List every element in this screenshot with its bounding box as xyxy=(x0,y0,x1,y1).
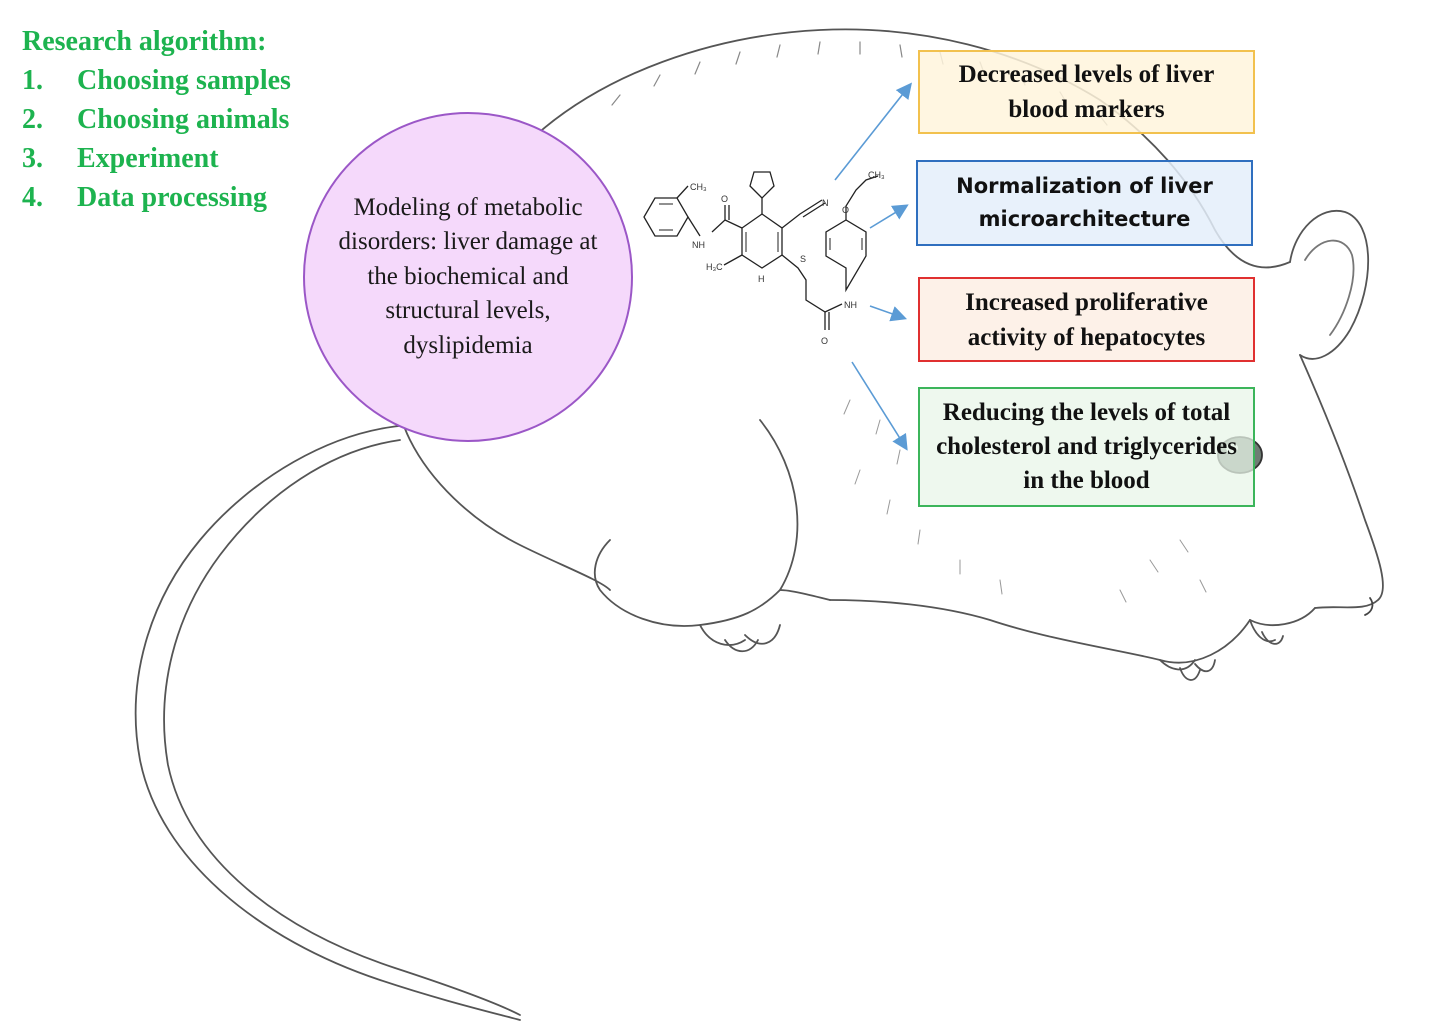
rat-hind-leg xyxy=(593,419,799,627)
modeling-text: Modeling of metabolic disorders: liver d… xyxy=(338,193,598,359)
effect-box-liver-markers: Decreased levels of liver blood markers xyxy=(918,50,1255,134)
arrow-to-effect-4 xyxy=(851,361,908,451)
arrow-to-effect-3 xyxy=(869,305,908,322)
mol-label-s: S xyxy=(800,254,806,264)
mol-label-n-cyano: N xyxy=(822,198,829,208)
algorithm-step: 1. Choosing samples xyxy=(22,61,291,100)
rat-belly xyxy=(829,599,1251,664)
step-number: 2. xyxy=(22,104,43,135)
molecule-structure xyxy=(643,171,879,330)
effect-text: Decreased levels of liver blood markers xyxy=(958,61,1215,123)
mol-label-h3c: H₃C xyxy=(706,262,723,272)
mol-label-o-carbonyl1: O xyxy=(721,194,728,204)
step-number: 3. xyxy=(22,143,43,174)
rat-ear xyxy=(1289,209,1370,360)
effect-text: Increased proliferative activity of hepa… xyxy=(965,288,1208,351)
modeling-circle: Modeling of metabolic disorders: liver d… xyxy=(303,112,633,442)
mol-label-o-ether: O xyxy=(842,205,849,215)
rat-tail xyxy=(134,424,521,1021)
mol-label-nh-aryl: NH xyxy=(844,300,857,310)
step-label: Choosing samples xyxy=(77,65,291,96)
rat-front-paw xyxy=(1159,659,1216,681)
arrow-to-effect-1 xyxy=(834,82,912,181)
algorithm-steps: 1. Choosing samples 2. Choosing animals 3.… xyxy=(22,61,291,217)
rat-hind-paw xyxy=(699,624,781,653)
effect-box-proliferation: Increased proliferative activity of hepa… xyxy=(918,277,1255,362)
step-label: Choosing animals xyxy=(77,104,290,135)
research-algorithm: Research algorithm: 1. Choosing samples 2… xyxy=(22,22,291,217)
step-label: Experiment xyxy=(77,143,219,174)
step-number: 1. xyxy=(22,65,43,96)
algorithm-step: 4. Data processing xyxy=(22,178,291,217)
effect-box-microarchitecture: Normalization of liver microarchitecture xyxy=(916,160,1253,246)
algorithm-step: 2. Choosing animals xyxy=(22,100,291,139)
algorithm-step: 3. Experiment xyxy=(22,139,291,178)
mol-label-nh-amide: NH xyxy=(692,240,705,250)
mol-label-ch3-top: CH₃ xyxy=(868,170,885,180)
mol-label-n-h: H xyxy=(758,274,765,284)
arrow-to-effect-2 xyxy=(869,204,909,229)
step-label: Data processing xyxy=(77,182,268,213)
effect-box-cholesterol: Reducing the levels of total cholesterol… xyxy=(918,387,1255,507)
rat-head xyxy=(1299,354,1384,609)
effect-text: Normalization of liver microarchitecture xyxy=(956,174,1213,231)
effect-text: Reducing the levels of total cholesterol… xyxy=(936,399,1237,494)
mol-label-o-carbonyl2: O xyxy=(821,336,828,346)
algorithm-title: Research algorithm: xyxy=(22,26,267,57)
step-number: 4. xyxy=(22,182,43,213)
mol-label-ch3-ring: CH₃ xyxy=(690,182,707,192)
